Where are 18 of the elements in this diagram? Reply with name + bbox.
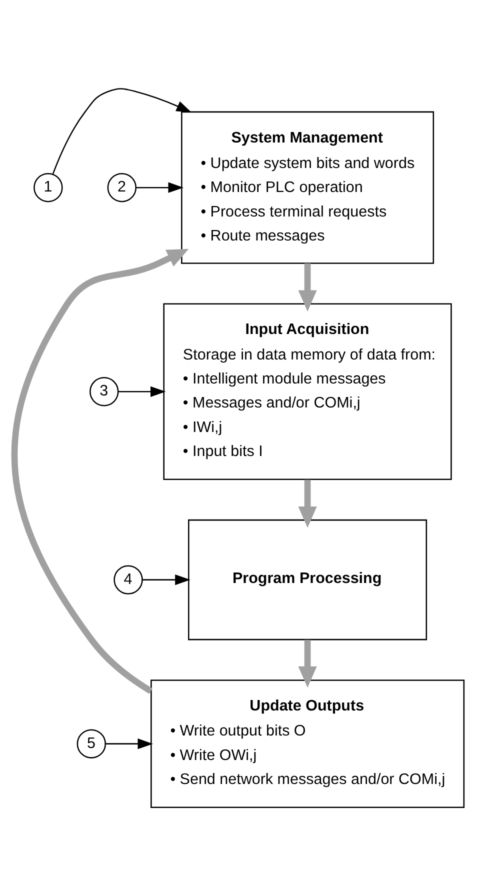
arrow	[105, 738, 152, 750]
arrow	[118, 386, 166, 397]
arrow	[10, 248, 188, 694]
node-box: Update Outputs • Write output bits O • Write OWi,j • Send network messages and/or COMi,j	[150, 680, 464, 808]
node-circle: 2	[106, 172, 136, 202]
node-circle: 4	[113, 565, 142, 594]
node-box: Program Processing	[188, 519, 427, 640]
arrow	[142, 574, 190, 586]
arrow	[298, 263, 316, 312]
arrow	[298, 640, 316, 688]
node-box: System Management • Update system bits and words • Monitor PLC operation • Process terminal requests • Route messages	[180, 111, 434, 264]
node-box: Input Acquisition Storage in data memory of data from: • Intelligent module messages • Messages and/or COMi,j • IWi,j • Input bits I	[162, 303, 452, 480]
node-circle: 1	[33, 172, 62, 202]
arrow	[298, 480, 316, 528]
arrow	[52, 88, 192, 174]
node-circle: 3	[89, 377, 118, 406]
node-circle: 5	[76, 729, 106, 758]
arrow	[136, 182, 184, 193]
